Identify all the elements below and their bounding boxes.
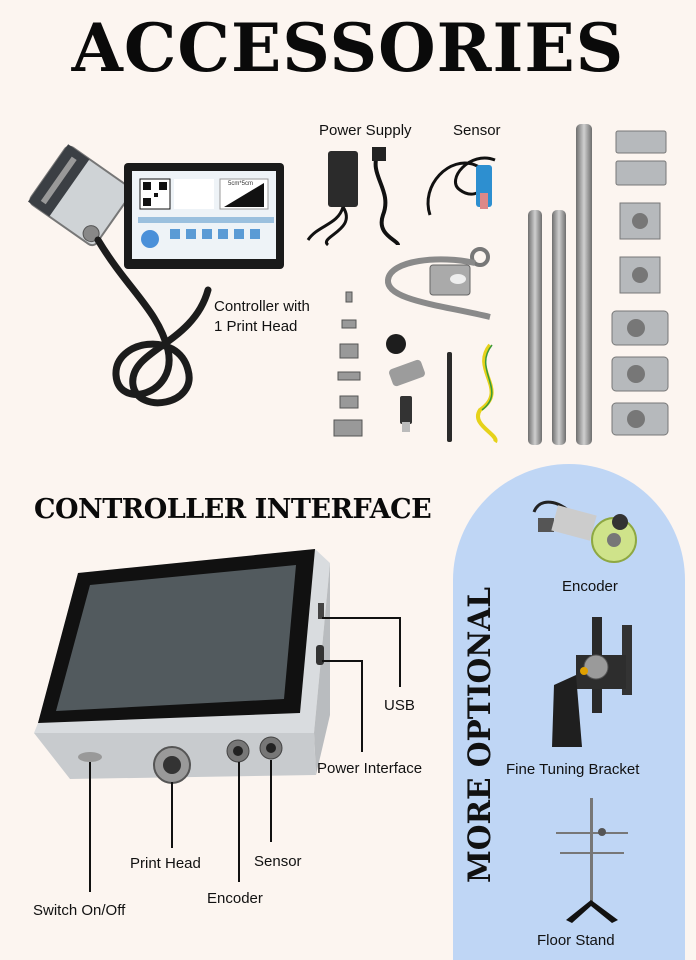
print-head-pointer bbox=[171, 782, 173, 848]
page-title: ACCESSORIES bbox=[71, 9, 625, 87]
print-head-label: Print Head bbox=[130, 855, 201, 872]
controller-box-image bbox=[30, 545, 345, 785]
clamps-image bbox=[606, 125, 676, 440]
encoder-pointer bbox=[238, 762, 240, 882]
print-head-image bbox=[18, 140, 218, 420]
controller-label-line2: 1 Print Head bbox=[214, 318, 298, 335]
controller-interface-title: CONTROLLER INTERFACE bbox=[34, 494, 432, 525]
sensor-label: Sensor bbox=[453, 122, 501, 139]
power-supply-label: Power Supply bbox=[319, 122, 412, 139]
fine-tuning-bracket-label: Fine Tuning Bracket bbox=[506, 761, 640, 778]
controller-image: 5cm*5cm bbox=[124, 163, 284, 269]
switch-pointer bbox=[89, 762, 91, 892]
sensor-image bbox=[420, 145, 525, 225]
usb-pointer-h bbox=[322, 617, 400, 619]
screen-size-text: 5cm*5cm bbox=[228, 181, 254, 187]
floor-stand-label: Floor Stand bbox=[537, 932, 615, 949]
sensor-interface-label: Sensor bbox=[254, 853, 302, 870]
stylus-image bbox=[440, 350, 460, 445]
controller-label-line1: Controller with bbox=[214, 298, 310, 315]
optional-encoder-label: Encoder bbox=[562, 578, 618, 595]
power-supply-image bbox=[298, 145, 408, 250]
screws-image bbox=[328, 290, 368, 440]
connectors-image bbox=[380, 330, 440, 440]
power-interface-label: Power Interface bbox=[317, 760, 423, 777]
ground-wire-image bbox=[470, 340, 510, 445]
gooseneck-bracket-image bbox=[380, 245, 500, 330]
sensor-pointer bbox=[270, 760, 272, 842]
power-pointer-v bbox=[361, 660, 363, 752]
more-optional-text: MORE OPTIONAL bbox=[462, 587, 498, 883]
usb-label: USB bbox=[384, 697, 415, 714]
fine-tuning-bracket-image bbox=[546, 615, 636, 751]
power-pointer-h bbox=[322, 660, 362, 662]
encoder-interface-label: Encoder bbox=[207, 890, 263, 907]
encoder-optional-image bbox=[530, 492, 640, 570]
floor-stand-image bbox=[552, 796, 632, 926]
more-optional-title: MORE OPTIONAL bbox=[456, 585, 500, 885]
usb-pointer-v bbox=[399, 617, 401, 687]
switch-label: Switch On/Off bbox=[33, 902, 126, 919]
mounting-rods-image bbox=[522, 122, 598, 447]
